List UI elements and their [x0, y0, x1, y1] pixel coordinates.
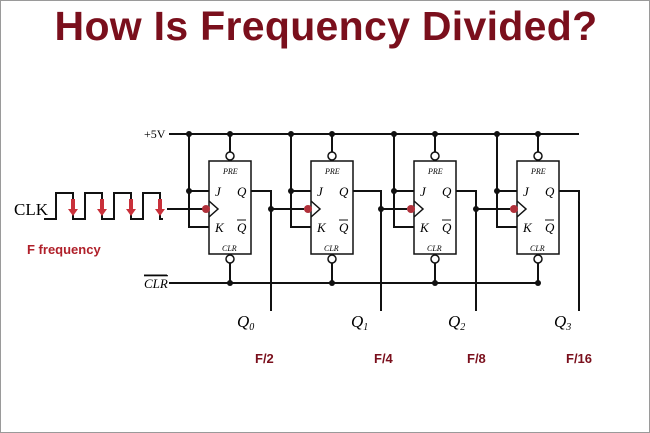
- clr-label: CLR: [530, 244, 545, 253]
- clock-bubble: [510, 205, 518, 213]
- junction-dot: [227, 280, 233, 286]
- junction-dot: [329, 131, 335, 137]
- q-label: Q: [545, 184, 555, 199]
- junction-dot: [494, 188, 500, 194]
- output-frequency-label: F/2: [255, 351, 274, 366]
- clock-label: CLK: [14, 200, 49, 219]
- pre-label: PRE: [427, 167, 443, 176]
- junction-dot: [329, 280, 335, 286]
- junction-dot: [535, 131, 541, 137]
- pre-label: PRE: [530, 167, 546, 176]
- j-label: J: [317, 184, 324, 199]
- j-label: J: [523, 184, 530, 199]
- k-label: K: [214, 220, 225, 235]
- junction-dot: [432, 131, 438, 137]
- qbar-label: Q: [545, 220, 555, 235]
- junction-dot: [391, 131, 397, 137]
- clock-bubble: [202, 205, 210, 213]
- k-label: K: [316, 220, 327, 235]
- clock-waveform: [44, 192, 163, 220]
- output-label-q0: Q0: [237, 312, 254, 333]
- output-label-q3: Q3: [554, 312, 571, 333]
- j-label: J: [215, 184, 222, 199]
- output-frequency-label: F/8: [467, 351, 486, 366]
- k-label: K: [419, 220, 430, 235]
- supply-label: +5V: [144, 127, 166, 141]
- junction-dot: [288, 131, 294, 137]
- junction-dot: [494, 131, 500, 137]
- clr-label: CLR: [222, 244, 237, 253]
- output-frequency-label: F/4: [374, 351, 394, 366]
- clr-label: CLR: [427, 244, 442, 253]
- output-label-q2: Q2: [448, 312, 465, 333]
- qbar-label: Q: [442, 220, 452, 235]
- clear-label: CLR: [144, 276, 168, 291]
- junction-dot: [227, 131, 233, 137]
- pre-label: PRE: [222, 167, 238, 176]
- page-title: How Is Frequency Divided?: [54, 3, 598, 49]
- qbar-label: Q: [339, 220, 349, 235]
- junction-dot: [186, 188, 192, 194]
- j-label: J: [420, 184, 427, 199]
- clock-bubble: [304, 205, 312, 213]
- clock-bubble: [407, 205, 415, 213]
- junction-dot: [288, 188, 294, 194]
- pre-label: PRE: [324, 167, 340, 176]
- qbar-label: Q: [237, 220, 247, 235]
- junction-dot: [391, 188, 397, 194]
- clr-label: CLR: [324, 244, 339, 253]
- q-label: Q: [339, 184, 349, 199]
- junction-dot: [535, 280, 541, 286]
- q-label: Q: [442, 184, 452, 199]
- input-frequency-label: F frequency: [27, 242, 101, 257]
- falling-edge-markers: [68, 199, 165, 216]
- junction-dot: [432, 280, 438, 286]
- q-label: Q: [237, 184, 247, 199]
- k-label: K: [522, 220, 533, 235]
- output-frequency-label: F/16: [566, 351, 592, 366]
- junction-dot: [186, 131, 192, 137]
- output-label-q1: Q1: [351, 312, 368, 333]
